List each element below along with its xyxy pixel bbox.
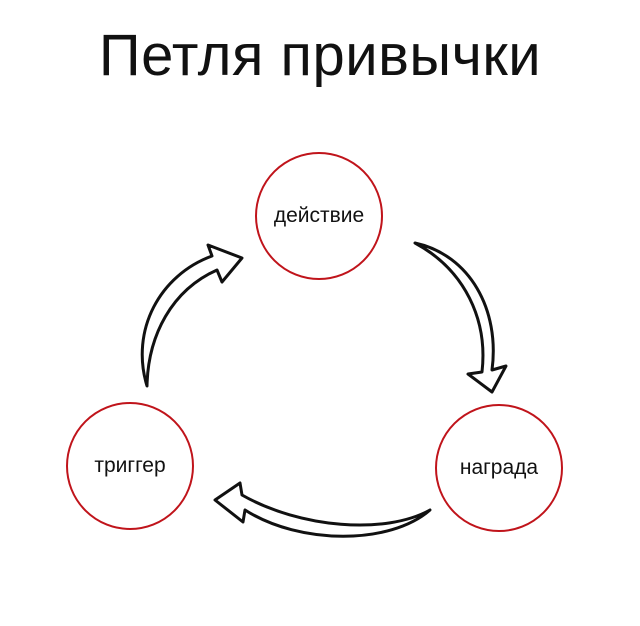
node-reward: награда bbox=[435, 404, 563, 532]
arrow-action-to-reward bbox=[413, 241, 508, 394]
node-action-label: действие bbox=[273, 204, 365, 227]
node-trigger-label: триггер bbox=[94, 454, 166, 477]
arrow-reward-to-trigger bbox=[213, 481, 432, 538]
arrow-trigger-to-action bbox=[140, 243, 244, 388]
node-reward-label: награда bbox=[459, 456, 539, 479]
node-action: действие bbox=[255, 152, 383, 280]
diagram-title: Петля привычки bbox=[98, 23, 542, 88]
node-trigger: триггер bbox=[66, 402, 194, 530]
